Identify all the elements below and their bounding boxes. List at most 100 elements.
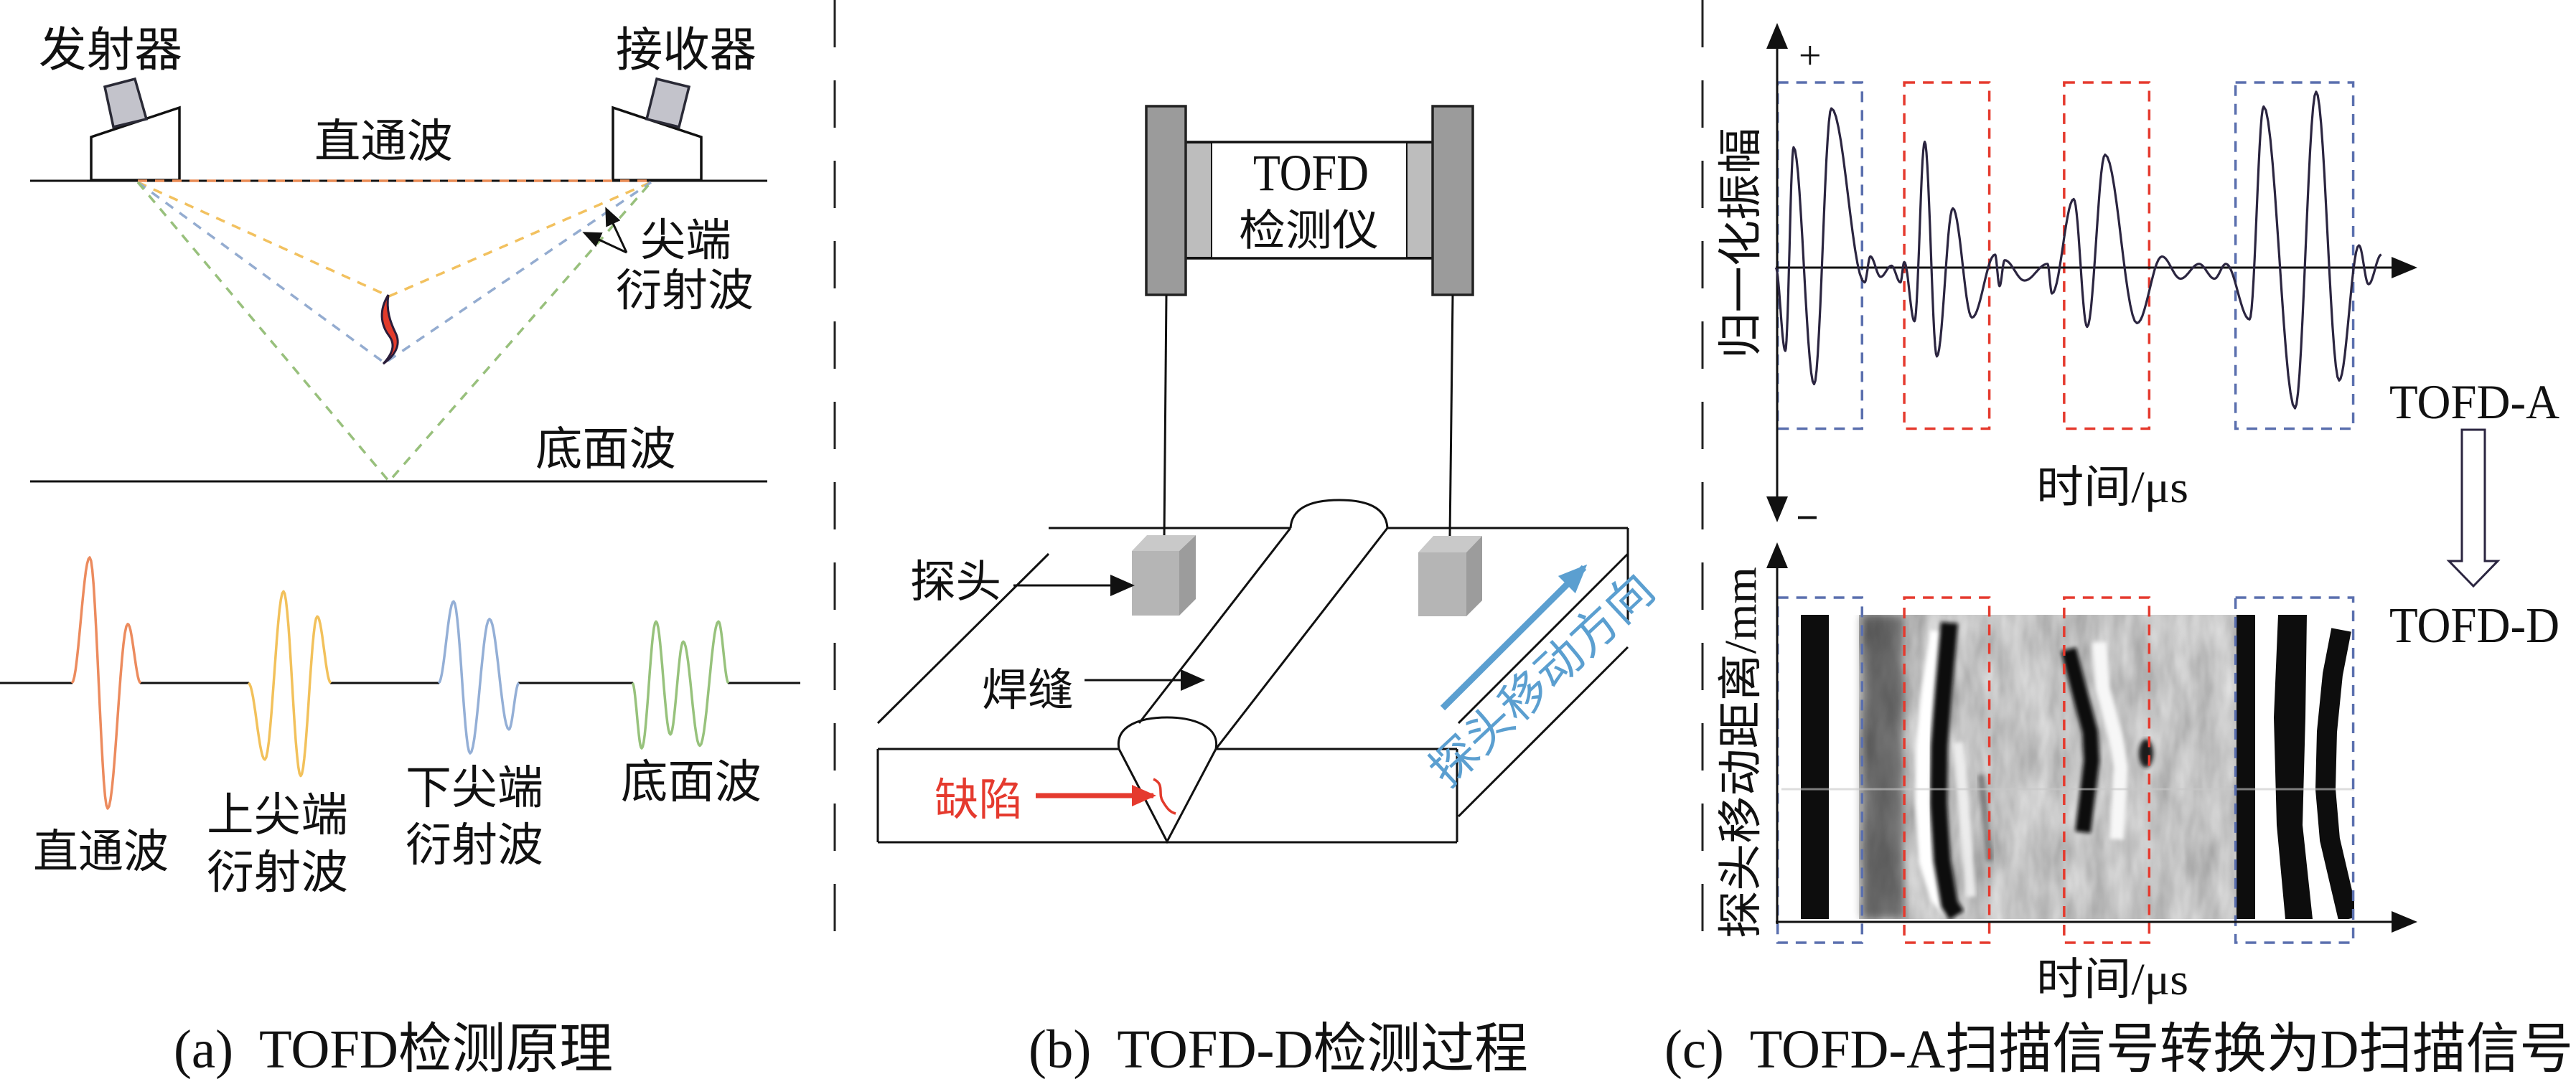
d-scan-tip1-white-band <box>1914 630 1959 918</box>
diffraction-arrow-lower <box>582 232 627 254</box>
d-scan-backwall-band-1 <box>2237 615 2255 919</box>
instrument-screen <box>1184 141 1434 260</box>
lower-tip-waveform <box>437 600 520 755</box>
probe-right-side <box>1466 536 1482 616</box>
transmitter-crystal <box>103 77 149 129</box>
probe-right <box>1418 536 1482 616</box>
lower-tip-waveform-label-line1: 下尖端 <box>406 763 543 814</box>
back-wall-label: 底面波 <box>535 424 676 475</box>
weld-label: 焊缝 <box>982 666 1074 715</box>
weld-v-groove <box>1118 748 1217 844</box>
d-scan-region-box-2 <box>1903 596 1991 944</box>
defect-label: 缺陷 <box>935 776 1023 825</box>
weld-bead <box>1117 499 1389 844</box>
probe-right-top <box>1418 536 1482 552</box>
caption-a: (a) TOFD检测原理 <box>174 1019 613 1079</box>
upper-tip-waveform-label-line2: 衍射波 <box>207 847 348 898</box>
back-wall-waveform-label: 底面波 <box>621 757 762 808</box>
probe-right-front <box>1418 552 1466 616</box>
transmitter-probe <box>90 77 181 182</box>
d-scan-tip1-dark-band <box>1929 621 1964 919</box>
weld-cap-front <box>1117 716 1218 750</box>
instrument-label-line2: 检测仪 <box>1239 207 1379 255</box>
d-scan-backwall-band-2 <box>2274 615 2313 919</box>
back-wall-ray-path <box>136 181 652 484</box>
waveforms <box>70 556 730 810</box>
instrument-bar-right <box>1431 105 1474 296</box>
tip-diffraction-label-line1: 尖端 <box>640 217 731 265</box>
panel-c: + − 归一化振幅 时间/μs TOFD-A <box>1664 23 2573 1079</box>
panel-b: TOFD 检测仪 <box>876 105 1664 1079</box>
a-scan-plus-sign: + <box>1799 34 1822 78</box>
a-scan-signal <box>1774 90 2382 410</box>
a-scan-region-box-1 <box>1776 81 1864 430</box>
d-scan-regions <box>1776 596 2355 944</box>
d-scan-tip2-dark-band <box>2061 647 2100 834</box>
a-scan-region-box-4 <box>2234 81 2355 430</box>
caption-b: (b) TOFD-D检测过程 <box>1029 1019 1528 1079</box>
plate-side-bottom-edge <box>1457 646 1629 818</box>
d-scan-region-box-1 <box>1776 596 1864 944</box>
weld-bead-left-edge <box>1138 527 1292 724</box>
direct-wave-waveform-label: 直通波 <box>33 826 169 877</box>
instrument-inner-left <box>1185 142 1212 258</box>
instrument-inner-right <box>1406 142 1433 258</box>
instrument-bar-left <box>1145 105 1187 296</box>
a-scan-minus-sign: − <box>1796 496 1819 540</box>
d-scan-lateral-band-dark <box>1801 615 1829 919</box>
probe-left-front <box>1132 551 1179 616</box>
a-scan-signal-line <box>1774 90 2382 410</box>
upper-tip-waveform <box>247 590 332 778</box>
tofd-instrument: TOFD 检测仪 <box>1145 105 1474 296</box>
probe-label: 探头 <box>910 558 1001 607</box>
probe-cable-right <box>1448 294 1454 537</box>
weld-bead-top-hump <box>1289 499 1389 529</box>
weld-bead-right-edge <box>1214 527 1389 750</box>
lower-tip-ray-path <box>136 181 652 365</box>
d-scan-region-box-4 <box>2234 596 2355 944</box>
a-scan-region-box-3 <box>2063 81 2151 430</box>
upper-tip-waveform-label-line1: 上尖端 <box>207 790 348 841</box>
upper-tip-ray-path <box>137 181 652 298</box>
back-wall-waveform <box>631 620 730 750</box>
weld-plate <box>876 527 1629 844</box>
d-scan-tag: TOFD-D <box>2389 598 2559 654</box>
a-scan-chart: + − 归一化振幅 时间/μs TOFD-A <box>1717 23 2559 540</box>
probe-left-side <box>1179 535 1196 616</box>
plate-left-edge <box>876 552 1050 725</box>
diffraction-arrow-upper <box>605 207 628 253</box>
conversion-arrow-icon <box>2446 428 2501 588</box>
d-scan-x-label: 时间/μs <box>2036 956 2188 1004</box>
a-scan-regions <box>1776 81 2355 430</box>
tip-diffraction-label-line2: 衍射波 <box>616 267 754 316</box>
d-scan-y-label: 探头移动距离/mm <box>1717 567 1766 938</box>
crack-defect <box>380 294 399 365</box>
a-scan-region-box-2 <box>1903 81 1991 430</box>
d-scan-region-box-3 <box>2063 596 2151 944</box>
transmitter-label: 发射器 <box>39 24 182 77</box>
direct-wave-waveform <box>70 556 142 810</box>
scan-direction-arrow <box>1440 564 1588 711</box>
probe-cable-left <box>1163 294 1168 539</box>
d-scan-chart: 探头移动距离/mm 时间/μs TOFD-D <box>1717 542 2559 1004</box>
panel-a: 发射器 接收器 直通波 尖端 衍射波 底面波 直通波 上尖端 衍射波 下尖端 <box>0 24 800 1079</box>
a-scan-tag: TOFD-A <box>2389 374 2559 429</box>
probe-left-top <box>1132 535 1196 551</box>
weld-defect <box>1153 778 1176 815</box>
a-scan-y-label: 归一化振幅 <box>1717 128 1766 359</box>
d-scan-shadow-band <box>1862 615 1903 919</box>
lower-tip-waveform-label-line2: 衍射波 <box>406 820 543 871</box>
d-scan-tip2-dark-spot <box>2139 739 2153 768</box>
d-scan-tip1-faint-band <box>1953 742 1976 897</box>
plate-side-top-edge <box>1457 552 1629 725</box>
receiver-label: 接收器 <box>616 24 757 77</box>
receiver-crystal <box>645 77 691 129</box>
d-scan-tip2-white-band <box>2092 641 2129 840</box>
instrument-label-line1: TOFD <box>1253 144 1369 202</box>
direct-wave-label: 直通波 <box>314 116 453 167</box>
caption-c: (c) TOFD-A扫描信号转换为D扫描信号 <box>1664 1019 2573 1079</box>
d-scan-image <box>1781 615 2354 919</box>
a-scan-x-label: 时间/μs <box>2036 463 2188 512</box>
receiver-probe <box>612 77 703 182</box>
